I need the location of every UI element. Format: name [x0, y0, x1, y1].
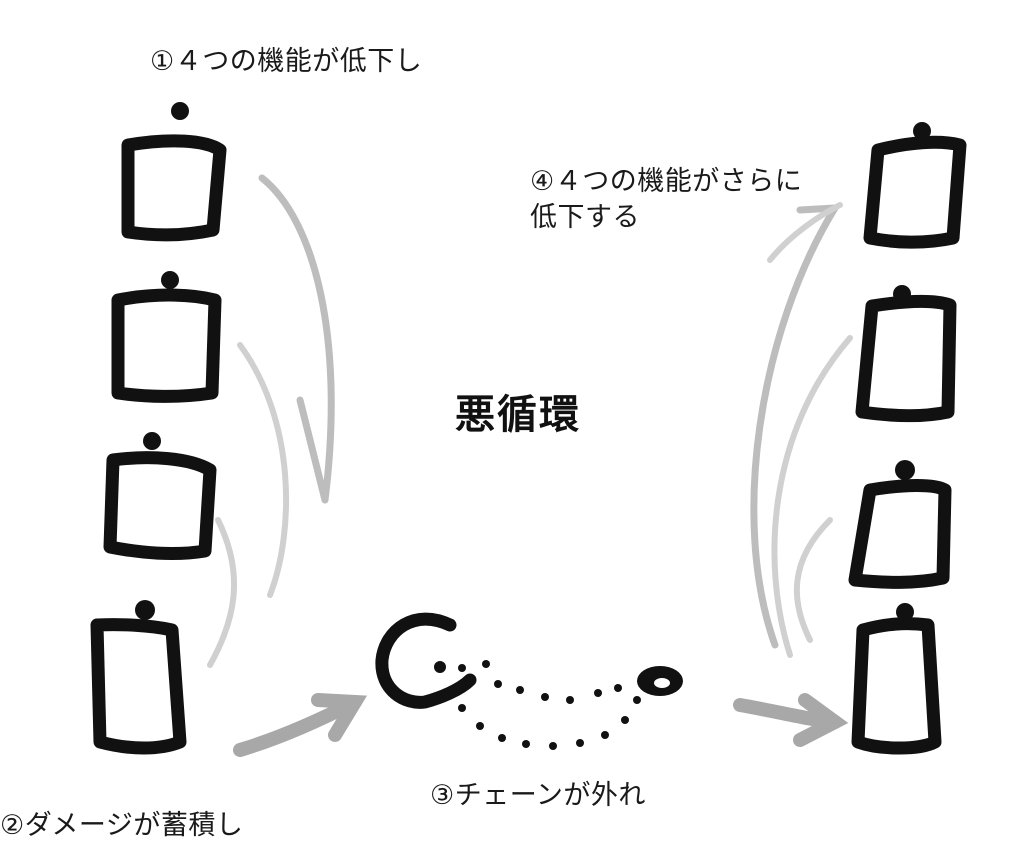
left-chain-link-3	[103, 432, 217, 560]
left-down-arrows	[207, 174, 335, 668]
left-chain-link-1	[121, 102, 227, 242]
right-chain-link-4	[851, 603, 942, 755]
step2-label: ②ダメージが蓄積し	[0, 810, 244, 841]
step3-label: ③チェーンが外れ	[430, 780, 646, 811]
center-title: 悪循環	[455, 392, 581, 438]
left-chain-link-2	[111, 271, 222, 403]
arrow-to-right-chain	[733, 693, 849, 747]
right-chain-link-3	[848, 460, 952, 589]
arrow-to-broken-chain	[233, 693, 368, 757]
right-chain-link-1	[863, 122, 967, 249]
left-chain-link-4	[90, 600, 187, 755]
broken-chain	[375, 612, 683, 750]
right-chain-link-2	[855, 285, 957, 423]
right-chain	[848, 122, 967, 755]
left-chain	[90, 102, 227, 755]
right-up-arrows	[750, 202, 853, 658]
step1-label: ①４つの機能が低下し	[150, 46, 423, 77]
chain-dots	[458, 660, 641, 750]
step4-label: ④４つの機能がさらに 低下する	[530, 166, 803, 233]
